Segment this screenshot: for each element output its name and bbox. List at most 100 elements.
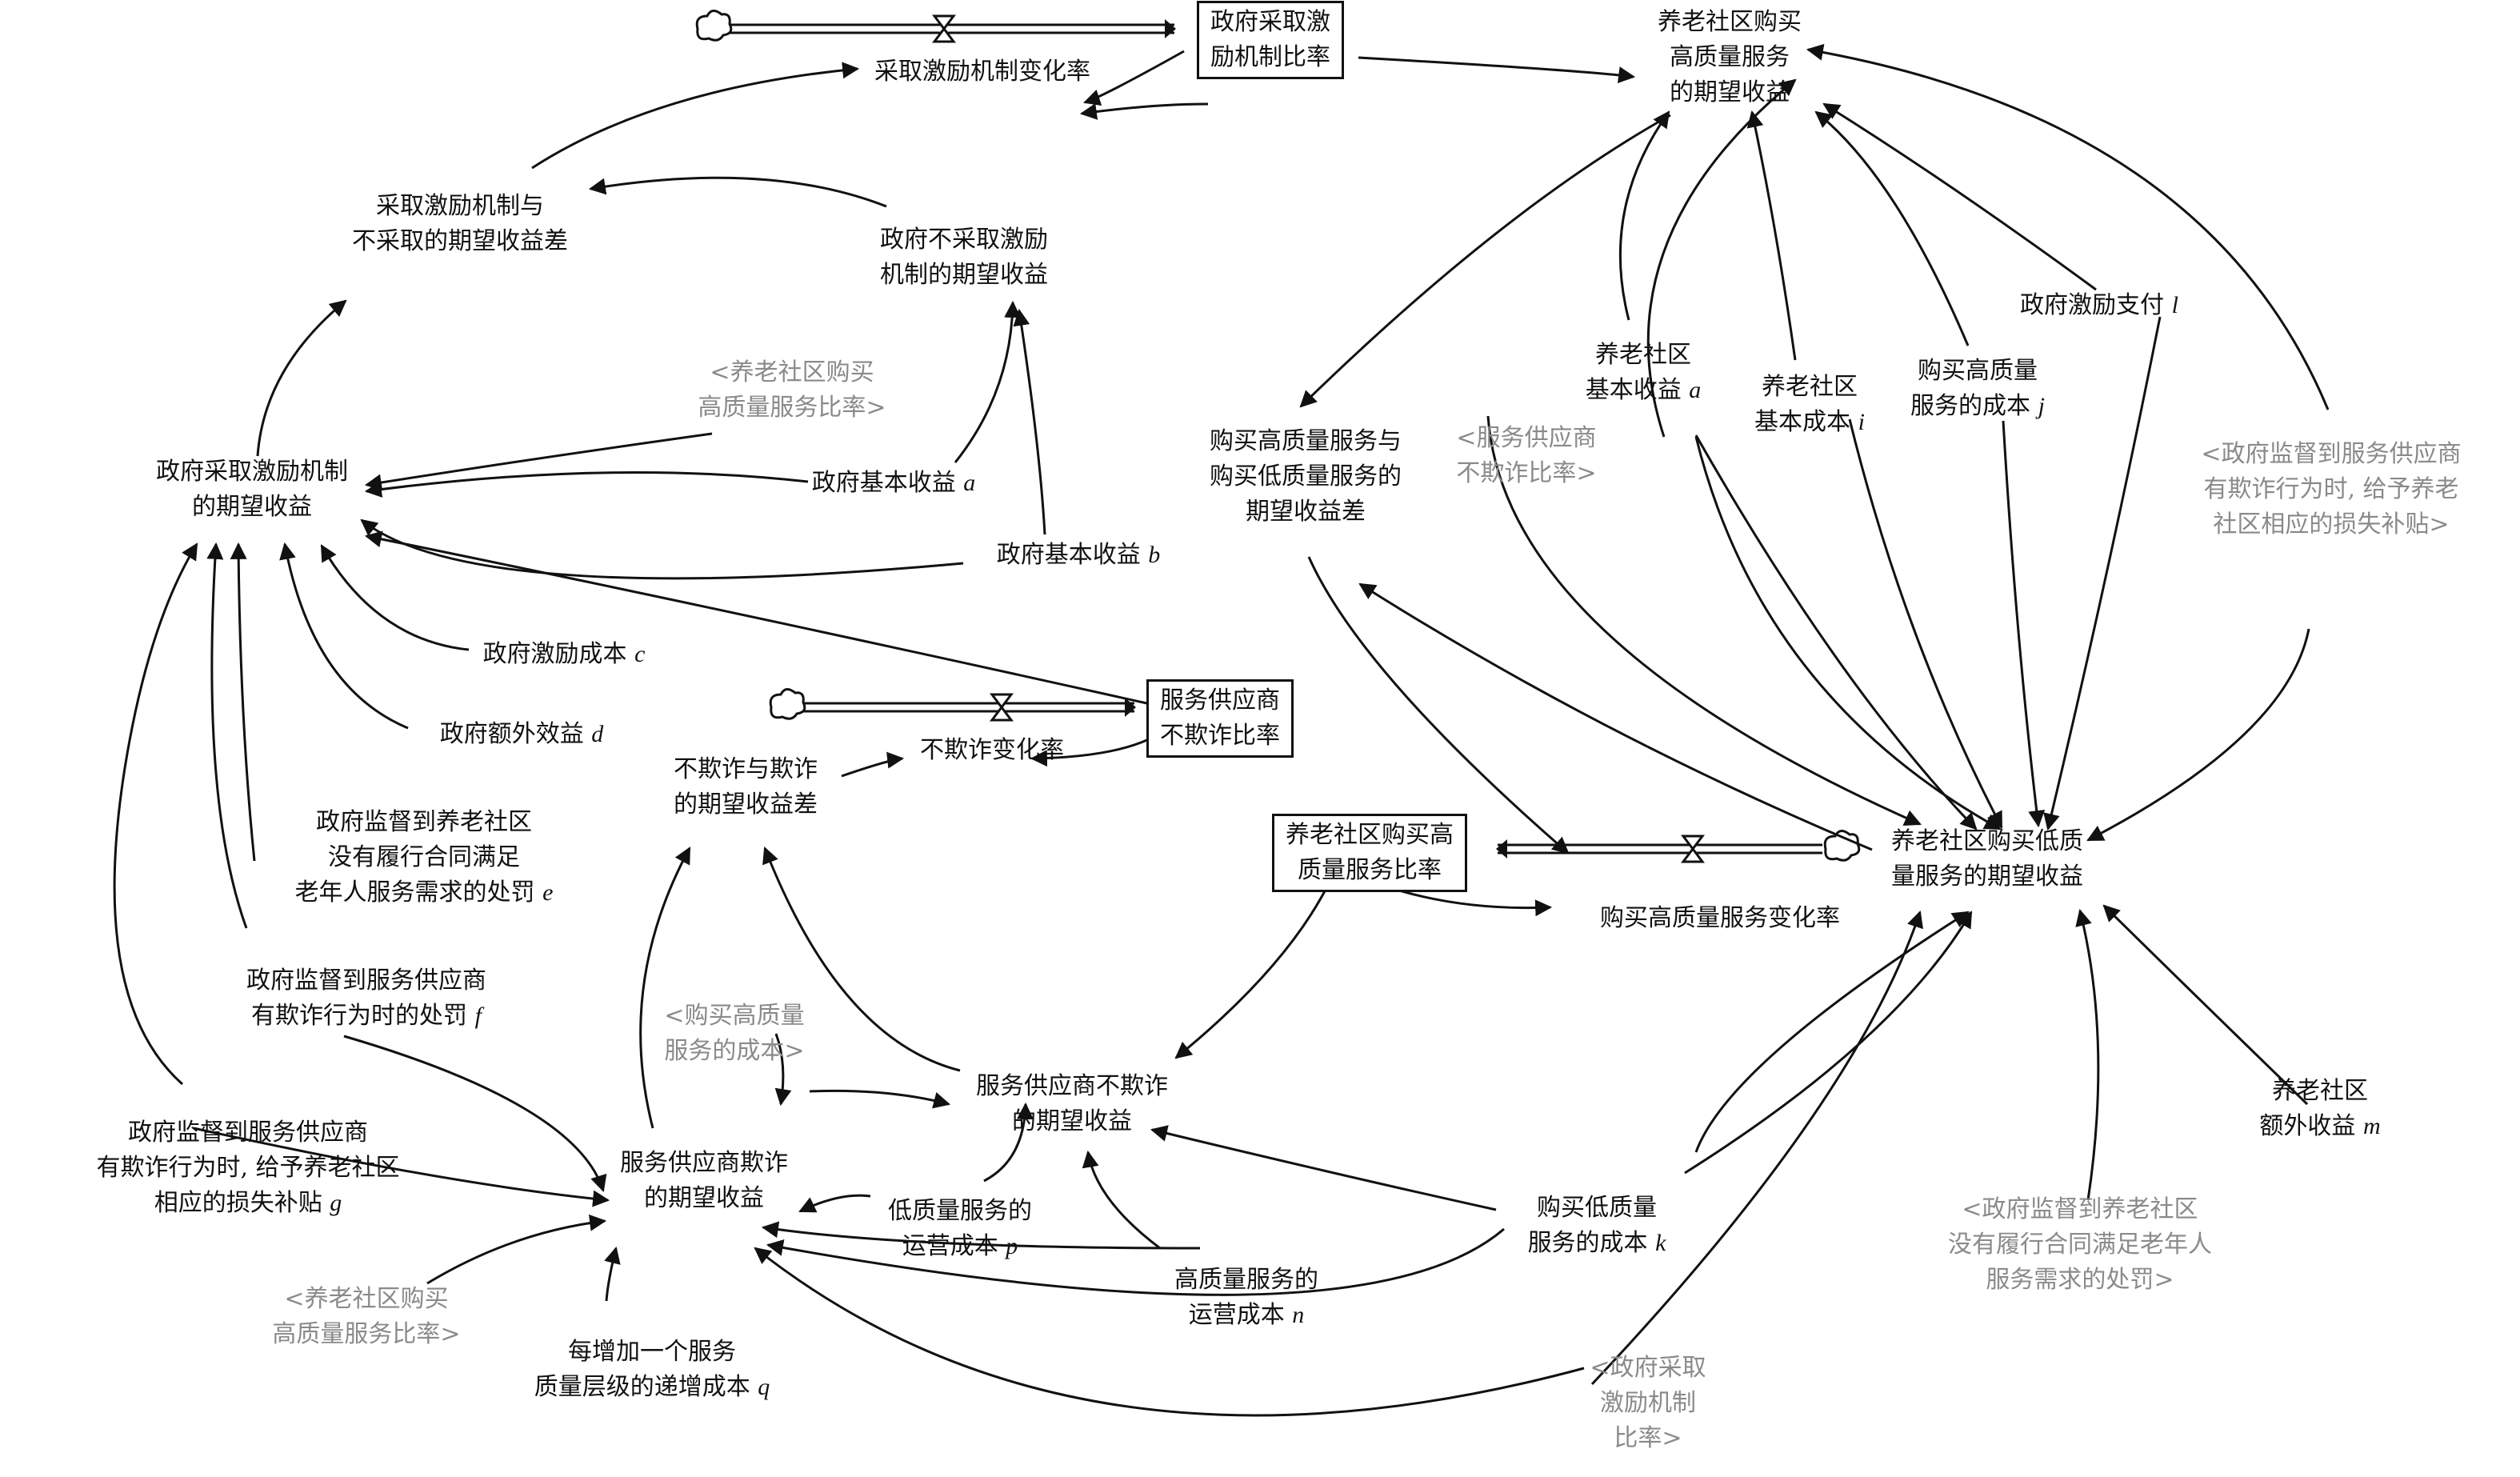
node-line: 不欺诈变化率	[920, 736, 1064, 764]
link	[604, 1246, 621, 1302]
link	[1646, 78, 1797, 438]
link	[809, 1089, 951, 1109]
node-penalty-community-e[interactable]: 政府监督到养老社区没有履行合同满足老年人服务需求的处罚 e	[295, 805, 554, 911]
node-gov-incentive-cost-c[interactable]: 政府激励成本 c	[483, 637, 646, 672]
node-supplier-fraud-payoff[interactable]: 服务供应商欺诈的期望收益	[620, 1146, 788, 1216]
stock-gov-incentive-rate[interactable]: 政府采取激励机制比率	[1197, 1, 1344, 79]
flow-pipe-supplier	[800, 698, 1136, 717]
node-community-rate-change[interactable]: 购买高质量服务变化率	[1600, 901, 1840, 936]
node-low-quality-operating-cost-p[interactable]: 低质量服务的运营成本 p	[888, 1194, 1032, 1264]
variable-symbol: n	[1292, 1302, 1305, 1328]
variable-symbol: m	[2362, 1113, 2381, 1139]
shadow-gov-incentive-rate[interactable]: <政府采取激励机制比率>	[1590, 1351, 1706, 1456]
node-gov-incentive-rate-change[interactable]: 采取激励机制变化率	[874, 54, 1090, 90]
link	[1082, 1150, 1161, 1250]
node-line: 服务需求的处罚>	[1986, 1266, 2174, 1294]
node-penalty-supplier-f[interactable]: 政府监督到服务供应商有欺诈行为时的处罚 f	[246, 963, 486, 1034]
node-subsidy-g[interactable]: 政府监督到服务供应商有欺诈行为时, 给予养老社区相应的损失补贴 g	[96, 1115, 399, 1221]
node-line: 高质量服务比率>	[698, 394, 886, 422]
link	[1618, 110, 1670, 321]
node-gov-no-incentive-payoff[interactable]: 政府不采取激励机制的期望收益	[880, 222, 1048, 293]
node-line: 比率>	[1614, 1424, 1682, 1452]
stock-supplier-nonfraud-rate[interactable]: 服务供应商不欺诈比率	[1146, 679, 1294, 758]
node-line: 政府激励成本 c	[482, 640, 646, 668]
node-gov-extra-benefit-d[interactable]: 政府额外效益 d	[440, 717, 604, 752]
shadow-subsidy[interactable]: <政府监督到服务供应商有欺诈行为时, 给予养老社区相应的损失补贴>	[2201, 437, 2461, 542]
link	[1684, 911, 1973, 1175]
node-line: 采取激励机制变化率	[874, 58, 1090, 86]
link	[364, 432, 713, 491]
link	[1174, 867, 1338, 1059]
node-high-quality-purchase-cost-j[interactable]: 购买高质量服务的成本 j	[1910, 354, 2045, 424]
node-community-basic-cost-i[interactable]: 养老社区基本成本 i	[1754, 370, 1865, 440]
shadow-community-penalty[interactable]: <政府监督到养老社区没有履行合同满足老年人服务需求的处罚>	[1948, 1192, 2212, 1298]
variable-symbol: b	[1148, 542, 1161, 568]
shadow-supplier-nonfraud-rate[interactable]: <服务供应商不欺诈比率>	[1456, 421, 1596, 491]
node-line: 机制的期望收益	[880, 261, 1048, 289]
node-line: 政府采取激	[1210, 8, 1330, 36]
node-line: 不采取的期望收益差	[352, 227, 568, 255]
link	[531, 62, 860, 170]
variable-symbol: p	[1006, 1233, 1018, 1259]
node-community-high-quality-payoff[interactable]: 养老社区购买高质量服务的期望收益	[1658, 5, 1802, 110]
link	[1694, 436, 2002, 831]
node-low-quality-purchase-cost-k[interactable]: 购买低质量服务的成本 k	[1528, 1191, 1666, 1261]
node-line: 养老社区	[2272, 1077, 2368, 1105]
link	[343, 1035, 607, 1193]
link	[364, 530, 1151, 706]
link	[360, 518, 964, 580]
variable-symbol: q	[758, 1374, 770, 1400]
node-line: <购买高质量	[664, 1002, 805, 1030]
node-line: 购买低质量服务的	[1210, 462, 1402, 490]
shadow-high-quality-purchase-cost[interactable]: <购买高质量服务的成本>	[664, 999, 804, 1069]
node-community-payoff-difference[interactable]: 购买高质量服务与购买低质量服务的期望收益差	[1210, 424, 1402, 530]
link	[2043, 316, 2162, 831]
cloud-icon-community	[1823, 830, 1861, 862]
node-supplier-nonfraud-payoff[interactable]: 服务供应商不欺诈的期望收益	[976, 1069, 1168, 1139]
link	[1814, 110, 1970, 346]
link	[1486, 415, 1922, 826]
node-high-quality-operating-cost-n[interactable]: 高质量服务的运营成本 n	[1174, 1263, 1318, 1333]
link	[1694, 434, 1978, 831]
node-gov-incentive-payment-l[interactable]: 政府激励支付 l	[2020, 288, 2178, 323]
node-supplier-payoff-difference[interactable]: 不欺诈与欺诈的期望收益差	[674, 752, 818, 823]
node-community-low-quality-payoff[interactable]: 养老社区购买低质量服务的期望收益	[1891, 824, 2083, 895]
link	[761, 1221, 1201, 1250]
node-line: 量服务的期望收益	[1891, 863, 2083, 891]
node-community-extra-income-m[interactable]: 养老社区额外收益 m	[2259, 1074, 2380, 1144]
node-community-basic-income-a[interactable]: 养老社区基本收益 a	[1586, 338, 1702, 408]
node-line: 每增加一个服务	[567, 1338, 736, 1366]
flow-pipe-community	[1496, 839, 1822, 859]
stock-community-high-quality-rate[interactable]: 养老社区购买高质量服务比率	[1272, 814, 1467, 892]
node-gov-basic-income-b[interactable]: 政府基本收益 b	[997, 538, 1161, 573]
node-line: 有欺诈行为时的处罚 f	[251, 1002, 482, 1030]
variable-symbol: a	[1689, 377, 1702, 403]
shadow-community-high-quality-rate[interactable]: <养老社区购买高质量服务比率>	[698, 355, 886, 426]
node-line: 服务供应商欺诈	[620, 1149, 788, 1177]
valve-icon-supplier	[990, 693, 1014, 722]
node-line: <政府监督到服务供应商	[2201, 440, 2462, 468]
node-line: 的期望收益	[1670, 78, 1790, 106]
node-line: 低质量服务的	[888, 1197, 1032, 1225]
link	[1590, 911, 1923, 1386]
node-gov-payoff-difference[interactable]: 采取激励机制与不采取的期望收益差	[352, 189, 568, 259]
node-gov-basic-income-a[interactable]: 政府基本收益 a	[812, 466, 976, 501]
node-line: 有欺诈行为时, 给予养老社区	[96, 1154, 400, 1182]
node-line: <养老社区购买	[710, 358, 874, 386]
shadow-community-high-quality-rate-2[interactable]: <养老社区购买高质量服务比率>	[272, 1282, 460, 1352]
variable-symbol: c	[634, 641, 646, 667]
node-increment-cost-q[interactable]: 每增加一个服务质量层级的递增成本 q	[534, 1335, 770, 1405]
node-line: 政府基本收益 a	[811, 469, 976, 497]
link	[2102, 904, 2309, 1106]
node-supplier-rate-change[interactable]: 不欺诈变化率	[920, 733, 1064, 768]
variable-symbol: k	[1655, 1230, 1666, 1256]
node-line: 购买高质量服务与	[1210, 427, 1402, 455]
node-line: 高质量服务的	[1174, 1266, 1318, 1294]
link	[588, 176, 887, 208]
cloud-icon-gov	[695, 10, 733, 42]
node-gov-incentive-payoff[interactable]: 政府采取激励机制的期望收益	[156, 454, 348, 525]
link	[798, 1194, 871, 1213]
node-line: 的期望收益	[1012, 1107, 1132, 1135]
node-line: 不欺诈比率>	[1456, 459, 1597, 487]
node-line: 养老社区购买	[1658, 8, 1802, 36]
